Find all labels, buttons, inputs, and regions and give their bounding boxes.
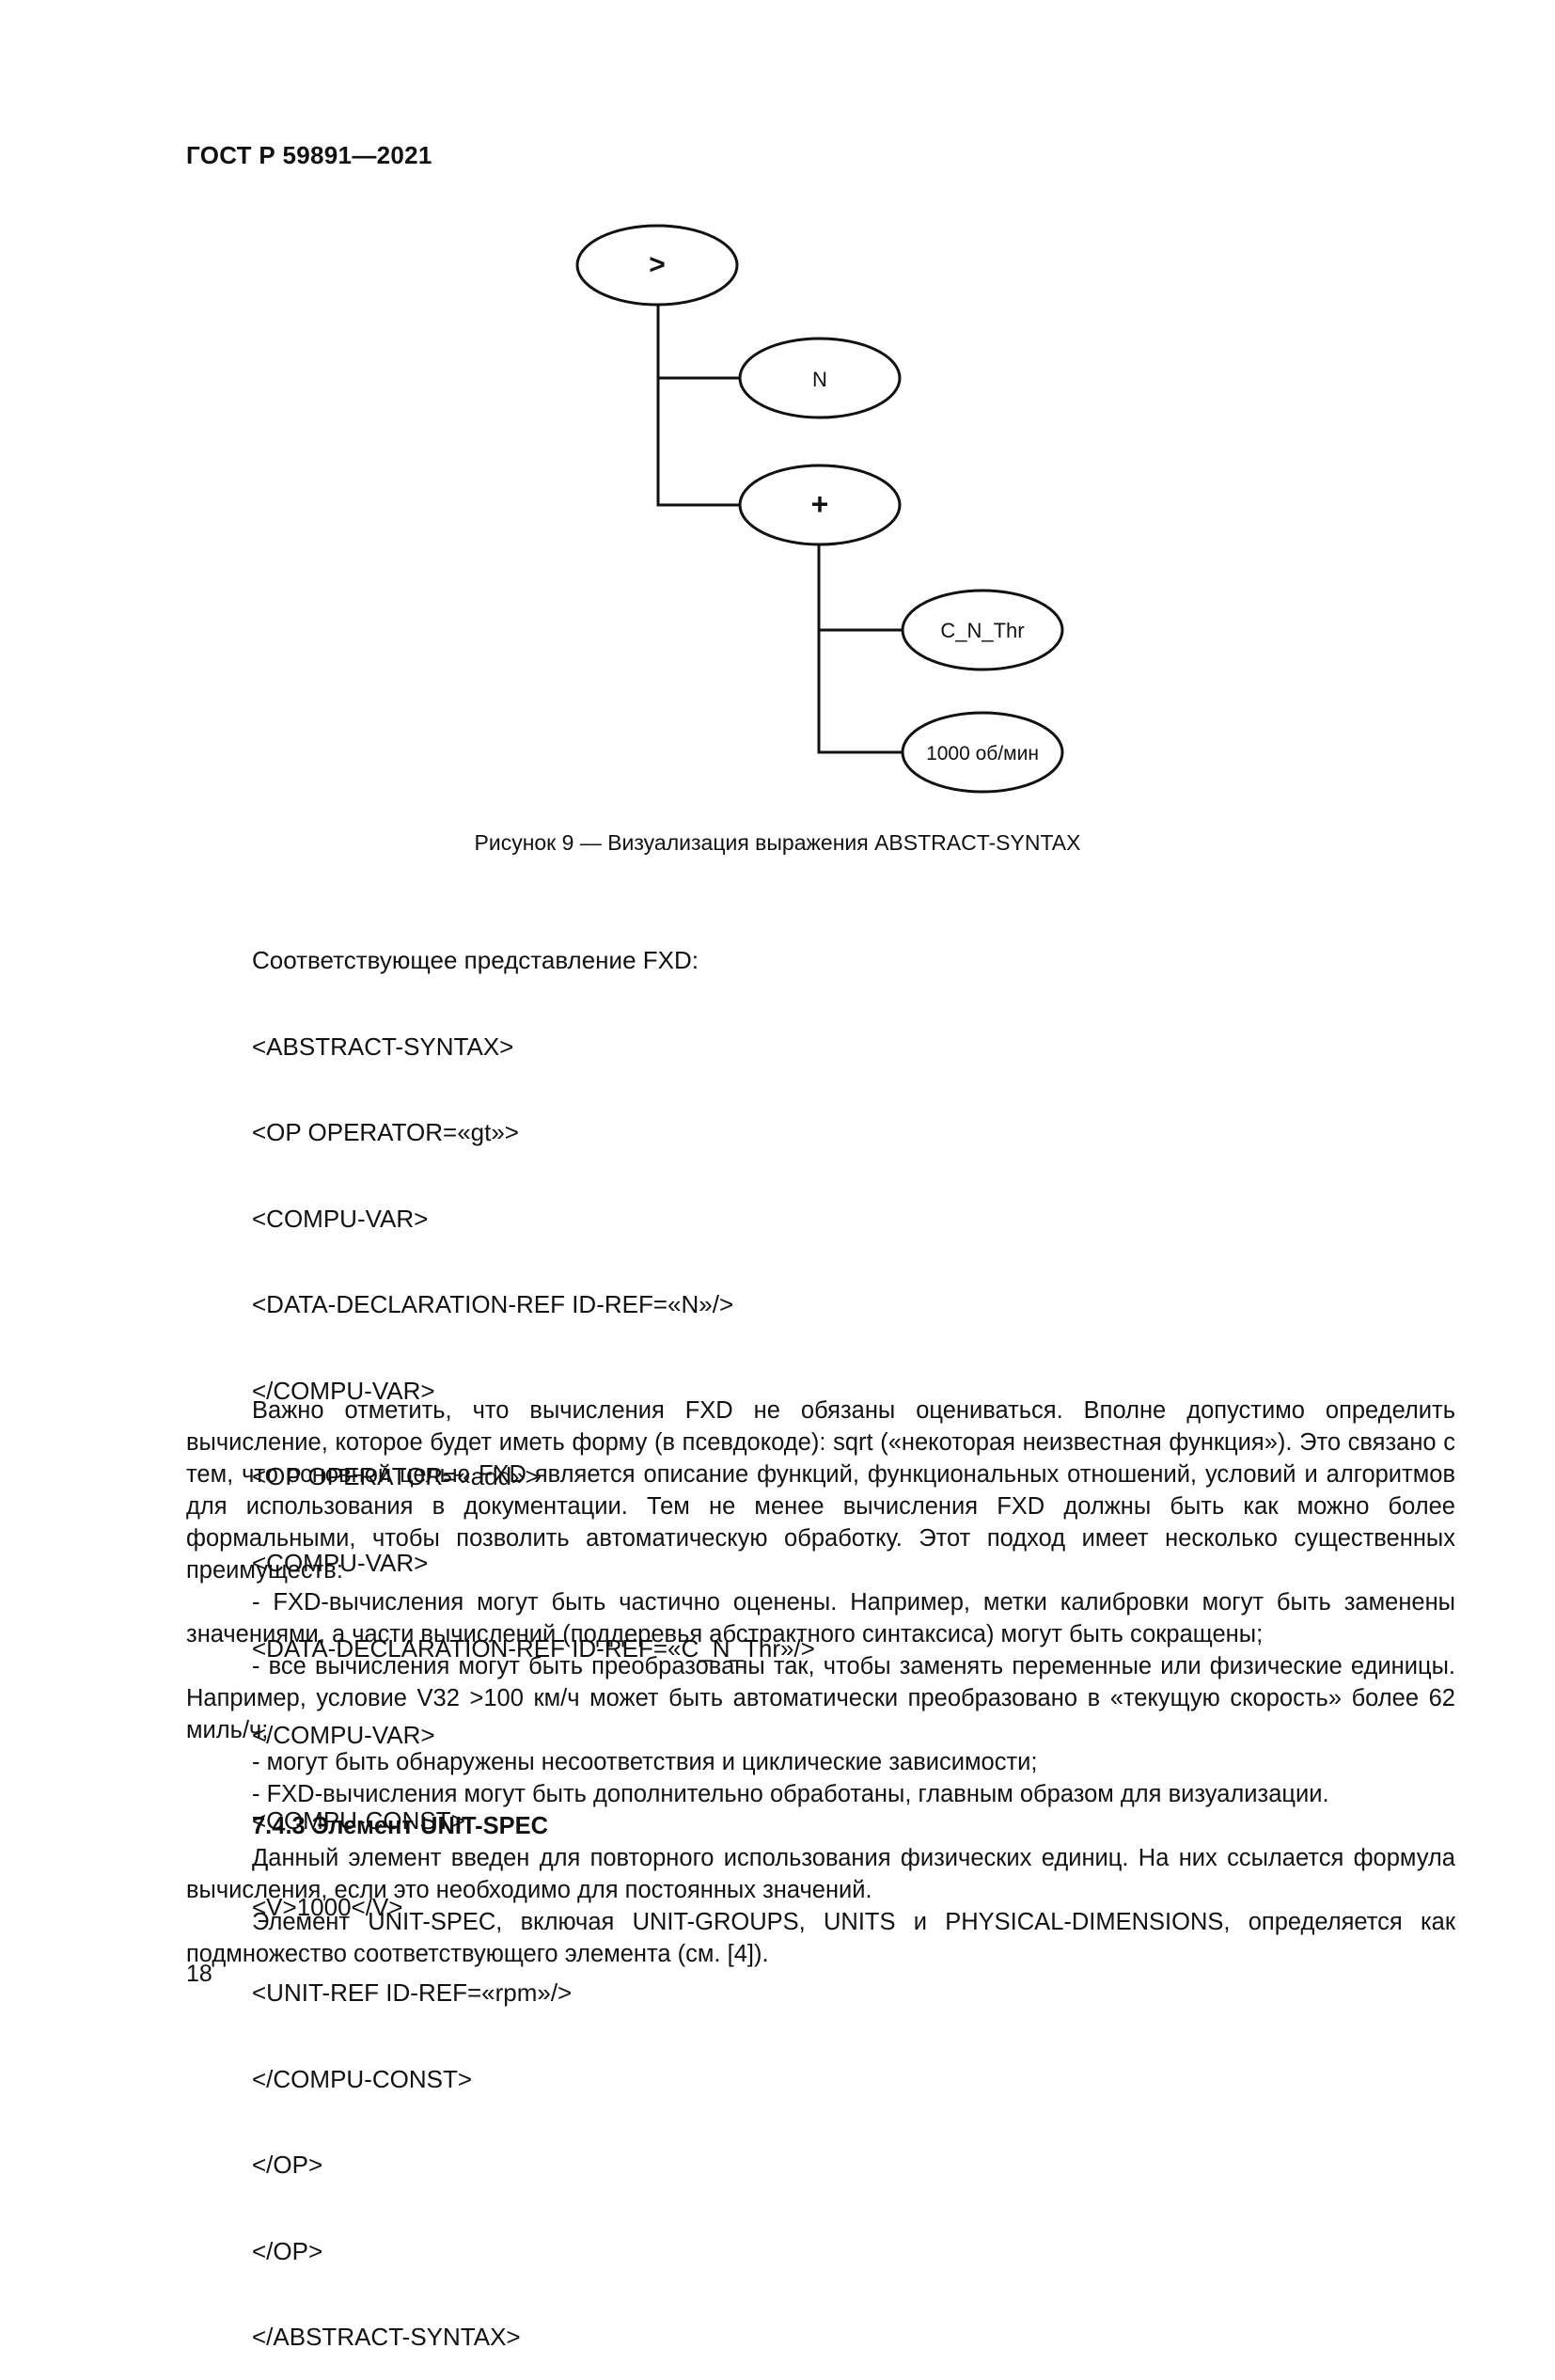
list-item-unit-conversion: - все вычисления могут быть преобразован… <box>186 1653 1455 1743</box>
tree-nodes <box>575 224 1064 794</box>
paragraph-fxd-evaluation: Важно отметить, что вычисления FXD не об… <box>186 1397 1455 1584</box>
node-n <box>738 337 902 419</box>
code-line: <DATA-DECLARATION-REF ID-REF=«N»/> <box>252 1290 734 1318</box>
section-heading: 7.4.3 Элемент UNIT-SPEC <box>252 1813 549 1839</box>
node-gt-label: > <box>649 249 666 280</box>
tree-connectors <box>656 306 904 754</box>
code-line: <COMPU-CONST> <box>252 1806 465 1835</box>
code-line: <OP OPERATOR=«add»> <box>252 1462 540 1490</box>
paragraph-unit-spec-definition: Элемент UNIT-SPEC, включая UNIT-GROUPS, … <box>186 1909 1455 1967</box>
code-line: <OP OPERATOR=«gt»> <box>252 1118 519 1146</box>
code-line: </COMPU-VAR> <box>252 1376 435 1405</box>
node-n-label: N <box>812 368 827 391</box>
tree-node-labels: > N + C_N_Thr 1000 об/мин <box>649 249 1039 764</box>
node-c-n-thr <box>901 589 1064 671</box>
connector-add-to-cnthr <box>817 538 904 632</box>
code-line: <COMPU-VAR> <box>252 1548 429 1577</box>
list-item-visualization: - FXD-вычисления могут быть дополнительн… <box>252 1781 1329 1807</box>
code-line: <DATA-DECLARATION-REF ID-REF=«C_N_Thr»/> <box>252 1634 815 1663</box>
figure-caption: Рисунок 9 — Визуализация выражения ABSTR… <box>474 830 1081 855</box>
document-header: ГОСТ Р 59891—2021 <box>186 141 432 169</box>
code-line: </COMPU-CONST> <box>252 2064 473 2093</box>
body-text: Важно отметить, что вычисления FXD не об… <box>186 1395 1455 1970</box>
abstract-syntax-tree-diagram: > N + C_N_Thr 1000 об/мин <box>575 224 1064 794</box>
code-line: <COMPU-VAR> <box>252 1204 429 1233</box>
connector-gt-to-add <box>656 376 746 507</box>
code-line: Соответствующее представление FXD: <box>252 946 699 974</box>
code-line: <ABSTRACT-SYNTAX> <box>252 1032 514 1061</box>
code-line: </OP> <box>252 2236 323 2265</box>
node-gt <box>575 224 739 307</box>
node-const <box>901 711 1064 794</box>
node-c-n-thr-label: C_N_Thr <box>940 619 1024 642</box>
code-line: <V>1000</V> <box>252 1892 403 1921</box>
list-item-partial-evaluation: - FXD-вычисления могут быть частично оце… <box>186 1589 1455 1647</box>
connector-gt-to-n <box>656 306 746 380</box>
code-line: </OP> <box>252 2151 323 2179</box>
code-line: </ABSTRACT-SYNTAX> <box>252 2323 521 2351</box>
code-line: </COMPU-VAR> <box>252 1720 435 1749</box>
paragraph-unit-reuse: Данный элемент введен для повторного исп… <box>186 1845 1455 1903</box>
node-add <box>738 464 902 546</box>
code-line: <UNIT-REF ID-REF=«rpm»/> <box>252 1978 573 2007</box>
node-const-label: 1000 об/мин <box>926 743 1039 764</box>
list-item-inconsistencies: - могут быть обнаружены несоответствия и… <box>252 1749 1038 1775</box>
connector-add-to-const <box>817 628 904 754</box>
node-add-label: + <box>811 487 829 521</box>
page-number: 18 <box>186 1961 212 1987</box>
